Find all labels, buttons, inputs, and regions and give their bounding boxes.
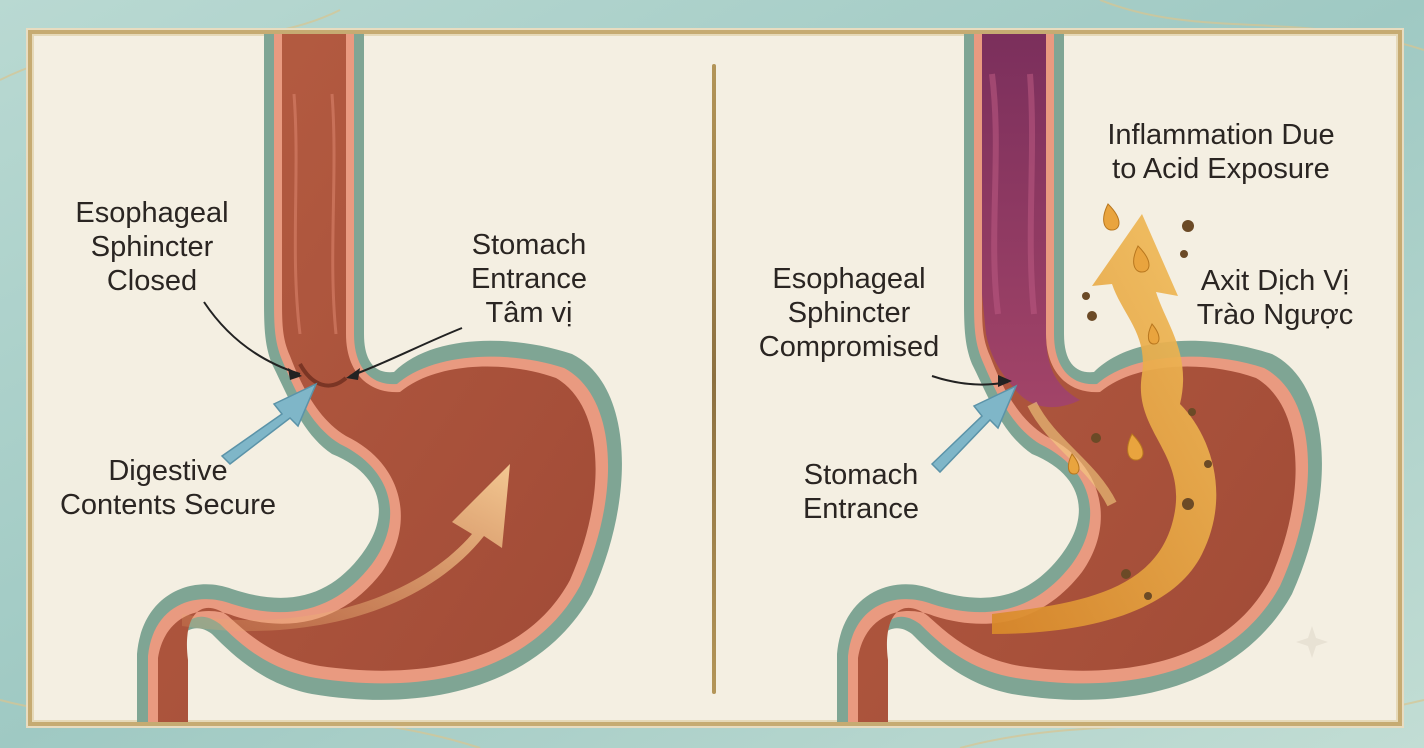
diagram-panel: Esophageal Sphincter Closed Stomach Entr…	[28, 30, 1402, 726]
label-contents-secure: Digestive Contents Secure	[59, 455, 276, 521]
label-stomach-entrance-right: Stomach Entrance	[802, 459, 920, 525]
normal-stomach-illustration	[137, 34, 622, 722]
label-sphincter-closed: Esophageal Sphincter Closed	[75, 197, 229, 297]
sparkle-icon	[1296, 626, 1328, 658]
anatomy-artwork	[137, 34, 1328, 722]
label-stomach-entrance-left: Stomach Entrance Tâm vị	[470, 229, 588, 329]
acid-reflux-plume	[992, 214, 1217, 634]
acid-droplets	[1067, 203, 1160, 475]
left-closed-sphincter	[298, 363, 348, 388]
right-blue-pointer-arrow	[930, 384, 1018, 474]
left-stomach-tissue	[158, 34, 596, 722]
label-sphincter-compromised: Esophageal Sphincter Compromised	[758, 263, 940, 363]
debris-particles	[1082, 220, 1212, 600]
panel-divider	[712, 64, 716, 694]
label-inflammation: Inflammation Due to Acid Exposure	[1107, 119, 1335, 185]
pointer-stomach-entrance-left	[349, 327, 463, 377]
left-blue-pointer-arrow	[220, 382, 318, 465]
label-acid-reflux: Axit Dịch Vị Trào Ngược	[1196, 265, 1354, 331]
reflux-stomach-illustration	[837, 34, 1328, 722]
